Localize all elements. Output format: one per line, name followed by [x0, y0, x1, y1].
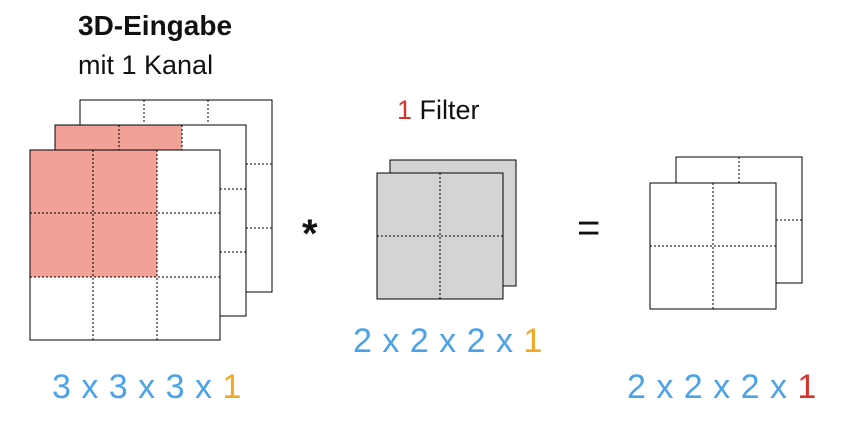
filter-label-text: Filter — [412, 95, 480, 125]
input-title: 3D-Eingabe — [78, 10, 233, 41]
input-dims-last: 1 — [222, 368, 242, 406]
input-dims: 3 x 3 x 3 x 1 — [52, 368, 242, 407]
filter-count: 1 — [397, 95, 413, 125]
output-dims-last: 1 — [797, 368, 817, 406]
filter-dims-text: 2 x 2 x 2 x — [353, 322, 524, 360]
filter-label: 1 Filter — [397, 95, 480, 126]
input-front-highlight — [30, 150, 157, 277]
output-dims: 2 x 2 x 2 x 1 — [627, 368, 817, 407]
input-subtitle: mit 1 Kanal — [78, 50, 214, 80]
output-slice-front — [649, 182, 777, 310]
output-dims-text: 2 x 2 x 2 x — [627, 368, 798, 406]
equals-operator: = — [577, 206, 601, 250]
filter-slice-front — [376, 172, 504, 300]
convolution-operator: * — [302, 212, 318, 256]
filter-dims-last: 1 — [523, 322, 543, 360]
input-dims-text: 3 x 3 x 3 x — [52, 368, 223, 406]
filter-dims: 2 x 2 x 2 x 1 — [353, 322, 543, 361]
input-slice-front — [29, 149, 221, 341]
